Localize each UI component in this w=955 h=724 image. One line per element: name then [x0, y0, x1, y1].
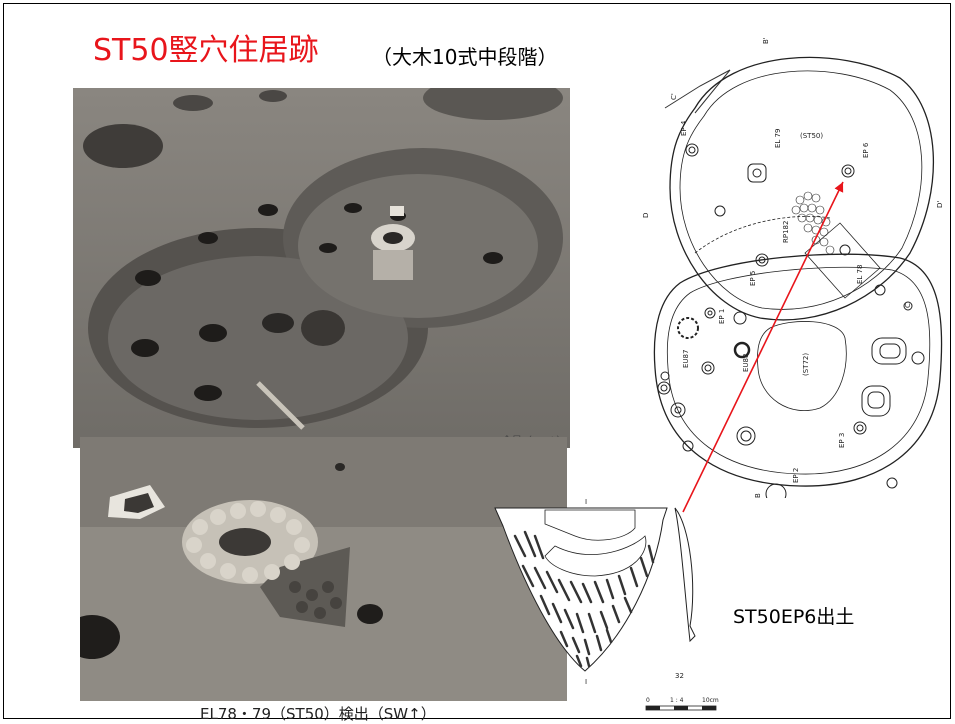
slide-subtitle: （大木10式中段階） [372, 45, 558, 69]
plan-label-c-top: C' [670, 93, 678, 100]
plan-label-el79: EL 79 [774, 129, 782, 148]
plan-label-ep1: EP 1 [718, 309, 726, 324]
plan-label-rp182: RP182 [782, 221, 790, 243]
slide-title: ST50竪穴住居跡 [93, 33, 319, 68]
plan-label-ep6: EP 6 [862, 142, 870, 158]
plan-label-st50: (ST50) [800, 132, 823, 140]
sherd-number: 32 [675, 672, 684, 680]
pottery-sherd-drawing: I I 32 [485, 496, 725, 690]
plan-label-eu87: EU87 [682, 350, 690, 368]
scale-bar: 0 1 : 4 10cm [644, 694, 724, 720]
dwelling-plan-drawing: EP 4 EL 79 (ST50) EP 6 RP182 EP 5 EL 78 … [640, 28, 950, 505]
plan-label-ep4: EP 4 [680, 120, 688, 136]
plan-label-d-right: D' [936, 201, 944, 208]
photo-hearth-caption: EL78・79（ST50）検出（SW↑） [200, 705, 436, 723]
slide-frame [3, 3, 951, 719]
plan-label-ep2: EP 2 [792, 468, 800, 483]
plan-label-ep3: EP 3 [838, 433, 846, 448]
excavation-photo-hearth [80, 437, 567, 701]
scale-zero: 0 [646, 697, 650, 704]
plan-label-b-top: B' [762, 37, 770, 44]
excavation-photo-overview [73, 88, 570, 448]
sherd-label-top: I [585, 498, 587, 506]
plan-label-el78: EL 78 [856, 265, 864, 284]
sherd-label-bottom: I [585, 678, 587, 686]
plan-label-st72: (ST72) [802, 353, 810, 376]
plan-label-c-right: C [904, 303, 912, 308]
find-location-label: ST50EP6出土 [733, 606, 855, 628]
scale-max: 10cm [702, 697, 719, 704]
plan-label-ep5: EP 5 [749, 271, 757, 286]
plan-label-b-bottom: B [754, 493, 762, 498]
scale-ratio: 1 : 4 [670, 697, 684, 704]
plan-label-eu88: EU88 [742, 354, 750, 372]
plan-label-d-left: D [642, 213, 650, 218]
